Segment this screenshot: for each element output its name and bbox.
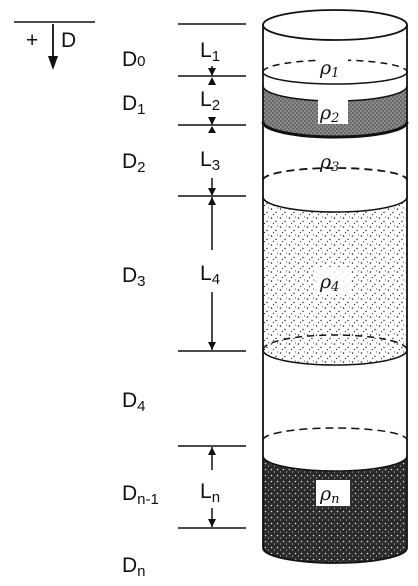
- depth-label-d0: D0: [122, 48, 146, 71]
- depth-label-dn-1: Dn-1: [122, 482, 159, 508]
- rho-4-backing: [316, 268, 350, 294]
- downward-arrow-head-icon: [48, 56, 58, 70]
- l3-arrow-head-down-icon: [208, 188, 216, 196]
- interface-3-front: [262, 196, 408, 213]
- depth-axis-label: D: [61, 29, 76, 52]
- density-label-rho-3: ρ3: [319, 151, 339, 175]
- layer-label-l1: L1: [200, 39, 220, 65]
- layer-labels: L1 L2 L3 L4 Ln: [200, 39, 220, 506]
- depth-label-dn: Dn: [122, 554, 146, 580]
- rho-2-backing: [318, 100, 348, 124]
- layer-label-l3: L3: [200, 148, 220, 174]
- rho-1-backing: [318, 55, 348, 79]
- l3-arrow-head-up-icon: [208, 126, 216, 133]
- depth-label-d1: D1: [122, 92, 146, 118]
- l4-arrow-head-up-icon: [208, 197, 216, 205]
- l2-arrow-head-up-icon: [208, 77, 216, 85]
- layer-label-l2: L2: [200, 88, 220, 114]
- sign-convention: + D: [14, 21, 95, 70]
- ln-arrow-head-down-icon: [208, 519, 216, 527]
- layer-label-ln: Ln: [200, 480, 220, 506]
- depth-label-d4: D4: [122, 389, 146, 415]
- density-label-rho-n: ρn: [319, 483, 340, 507]
- depth-labels: D0 D1 D2 D3 D4 Dn-1 Dn: [122, 48, 159, 580]
- layer-n-fill: [263, 456, 407, 563]
- l2-arrow-head-down-icon: [208, 117, 216, 125]
- interface-2-bottom: [261, 121, 409, 139]
- interface-4-back: [262, 334, 408, 351]
- interface-n-back: [262, 427, 408, 441]
- rho-n-backing: [316, 480, 350, 506]
- layer-label-l4: L4: [200, 262, 220, 288]
- interface-n-front: [262, 455, 408, 472]
- interface-1-front: [262, 71, 408, 85]
- cylinder-bottom: [262, 547, 408, 564]
- l4-arrow-head-down-icon: [208, 342, 216, 350]
- depth-label-d3: D3: [122, 264, 146, 290]
- density-labels: ρ1 ρ2 ρ3 ρ4 ρn: [316, 55, 350, 507]
- ln-arrow-head-up-icon: [208, 447, 216, 455]
- plus-sign: +: [26, 29, 38, 52]
- density-label-rho-2: ρ2: [319, 102, 339, 126]
- l1-arrow-head-icon: [208, 68, 216, 76]
- density-label-rho-1: ρ1: [319, 57, 339, 81]
- thickness-markers: [208, 66, 216, 527]
- cylinder-top-rim: [262, 9, 408, 41]
- density-label-rho-4: ρ4: [319, 271, 339, 295]
- depth-label-d2: D2: [122, 150, 146, 176]
- interface-4-front: [262, 349, 408, 366]
